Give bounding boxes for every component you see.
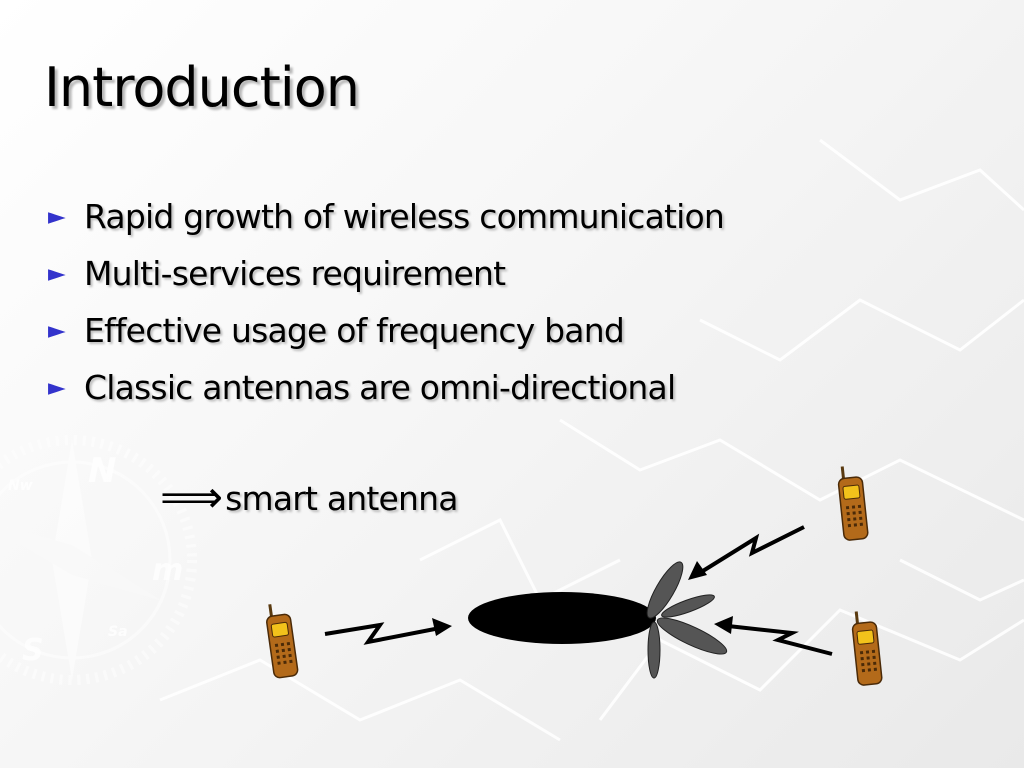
mobile-phone-icon bbox=[849, 608, 884, 687]
bullet-text: Effective usage of frequency band bbox=[84, 311, 625, 350]
compass-letter-s: S bbox=[22, 633, 44, 668]
bullet-list: ► Rapid growth of wireless communication… bbox=[48, 188, 725, 416]
main-lobe bbox=[468, 592, 656, 644]
mobile-phone-icon bbox=[263, 601, 300, 680]
signal-arrow-top-right bbox=[688, 525, 805, 580]
bullet-marker-icon: ► bbox=[48, 374, 66, 401]
compass-letter-m: m bbox=[152, 553, 183, 588]
compass-watermark bbox=[0, 435, 197, 685]
bullet-item: ► Multi-services requirement bbox=[48, 245, 724, 302]
slide-title: Introduction bbox=[44, 56, 360, 119]
bullet-text: Rapid growth of wireless communication bbox=[84, 197, 725, 236]
bullet-marker-icon: ► bbox=[48, 317, 66, 344]
conclusion-text: smart antenna bbox=[225, 478, 458, 518]
bullet-item: ► Rapid growth of wireless communication bbox=[48, 188, 725, 245]
side-lobe-lower bbox=[647, 621, 661, 679]
compass-letter-n: N bbox=[88, 451, 116, 491]
bullet-marker-icon: ► bbox=[48, 260, 66, 287]
antenna-beam-pattern bbox=[468, 561, 728, 679]
bullet-marker-icon: ► bbox=[48, 203, 66, 230]
compass-letter-nw: Nw bbox=[8, 478, 33, 494]
side-lobe-upper bbox=[646, 561, 684, 619]
signal-arrow-bottom-right bbox=[714, 616, 833, 656]
bullet-item: ► Classic antennas are omni-directional bbox=[48, 359, 724, 416]
mobile-phone-icon bbox=[835, 463, 870, 542]
signal-arrow-left bbox=[324, 618, 452, 645]
side-lobe-right-upper bbox=[661, 594, 715, 618]
bullet-text: Multi-services requirement bbox=[84, 254, 506, 293]
compass-letter-sa: Sa bbox=[108, 624, 128, 640]
bullet-text: Classic antennas are omni-directional bbox=[84, 368, 676, 407]
bullet-item: ► Effective usage of frequency band bbox=[48, 302, 724, 359]
implies-arrow-icon: ⟹ bbox=[160, 472, 224, 523]
conclusion-row: ⟹ smart antenna bbox=[160, 476, 458, 520]
side-lobe-right-lower bbox=[656, 617, 728, 655]
